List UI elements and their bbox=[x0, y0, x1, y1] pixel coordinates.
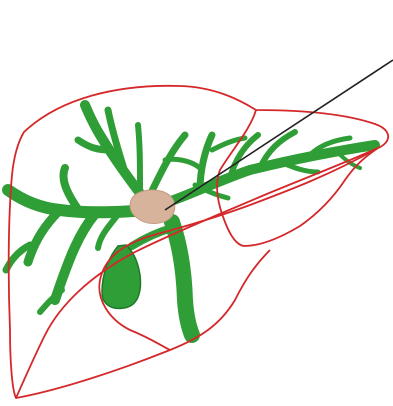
liver-outline bbox=[9, 86, 388, 398]
liver-outline-main bbox=[9, 86, 388, 398]
duct-branch-a bbox=[28, 210, 60, 262]
common-bile-duct bbox=[172, 222, 192, 335]
duct-branch-c bbox=[55, 214, 95, 300]
hilum-confluence bbox=[130, 190, 175, 223]
duct-branch-l bbox=[165, 159, 200, 168]
liver-lower-edge bbox=[16, 250, 270, 398]
gallbladder bbox=[102, 245, 140, 308]
needle bbox=[165, 60, 393, 210]
hepatic-duct-branches bbox=[6, 105, 375, 335]
duct-branch-g bbox=[85, 105, 145, 200]
duct-branch-k bbox=[150, 135, 185, 195]
duct-branch-j bbox=[138, 125, 140, 190]
